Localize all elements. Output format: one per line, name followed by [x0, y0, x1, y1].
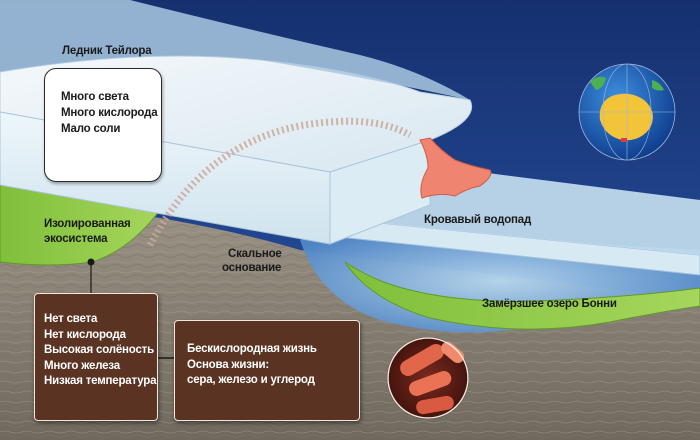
- glacier-back: [0, 0, 470, 100]
- bedrock-label-line2: основание: [222, 262, 282, 274]
- life-info-item: Основа жизни:: [187, 358, 270, 371]
- blood-falls-label: Кровавый водопад: [424, 214, 532, 226]
- bedrock-label-line1: Скальное: [228, 248, 282, 260]
- brine-channel: [146, 117, 412, 247]
- ecosystem-label-line2: экосистема: [44, 233, 108, 245]
- glacier-label: Ледник Тейлора: [62, 45, 152, 57]
- glacier-side: [329, 139, 431, 245]
- ecosystem-label-line1: Изолированная: [44, 218, 131, 230]
- life-info-item: сера, железо и углерод: [187, 374, 315, 386]
- ecosystem-conditions-box: Нет света Нет кислорода Высокая солёност…: [34, 293, 158, 421]
- ecosystem-condition-item: Низкая температура: [44, 375, 157, 387]
- glacier-conditions-box: Много света Много кислорода Мало соли: [44, 68, 162, 182]
- glacier-condition-item: Много света: [61, 91, 129, 103]
- anaerobic-life-box: Бескислородная жизнь Основа жизни: сера,…: [174, 320, 360, 421]
- lake-label: Замёрзшее озеро Бонни: [482, 298, 617, 310]
- glacier-condition-item: Мало соли: [61, 123, 121, 135]
- glacier-condition-item: Много кислорода: [61, 107, 158, 119]
- blood-falls: [419, 137, 492, 199]
- ecosystem-pointer-dot: [87, 258, 95, 266]
- ecosystem-condition-item: Нет кислорода: [44, 328, 126, 341]
- ecosystem-condition-item: Высокая солёность: [44, 344, 154, 356]
- lake-ecosystem: [344, 261, 700, 330]
- ecosystem-condition-item: Нет света: [44, 313, 98, 325]
- globe-antarctica-icon: [578, 63, 676, 161]
- microscope-bacteria-icon: [387, 337, 469, 419]
- life-info-item: Бескислородная жизнь: [187, 343, 317, 355]
- ecosystem-condition-item: Много железа: [44, 359, 120, 372]
